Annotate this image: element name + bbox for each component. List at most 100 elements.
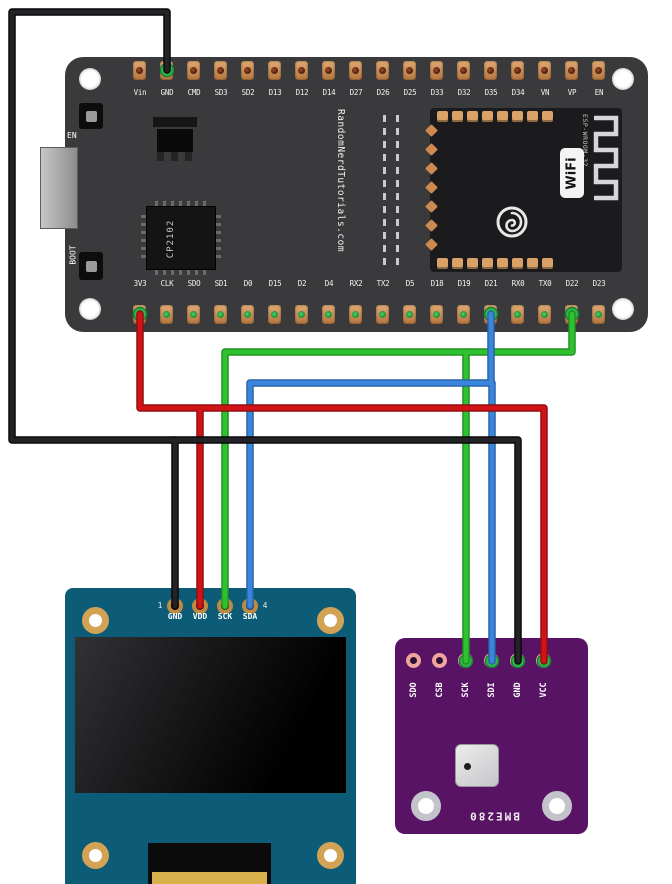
pin-hole — [595, 67, 602, 74]
esp32-pin-d22[interactable] — [565, 305, 578, 324]
bme280-pin-sdi[interactable] — [484, 653, 499, 668]
pin-hole — [271, 311, 278, 318]
esp32-pin-vn[interactable] — [538, 61, 551, 80]
esp32-pin-d2[interactable] — [295, 305, 308, 324]
button-cap — [85, 260, 97, 272]
chip-pins — [141, 215, 146, 263]
bme280-pin-sdo[interactable] — [406, 653, 421, 668]
mounting-hole — [542, 791, 572, 821]
oled-screen — [75, 637, 346, 793]
mounting-hole — [82, 842, 109, 869]
esp32-pin-label-vn: VN — [540, 88, 550, 97]
oled-pin-label-sda: SDA — [242, 612, 258, 621]
esp32-pin-tx0[interactable] — [538, 305, 551, 324]
mounting-hole — [317, 607, 344, 634]
esp32-pin-label-en: EN — [594, 88, 604, 97]
esp32-pin-label-d21: D21 — [484, 279, 498, 288]
esp32-pin-vp[interactable] — [565, 61, 578, 80]
esp32-pin-label-d18: D18 — [430, 279, 444, 288]
esp32-pin-label-rx0: RX0 — [511, 279, 525, 288]
bme280-pin-label-gnd: GND — [513, 682, 523, 698]
pin-hole — [487, 311, 494, 318]
oled-pin-number-last: 4 — [262, 601, 268, 610]
wire-i2c-sda[interactable] — [246, 310, 495, 610]
regulator-leg — [185, 152, 192, 161]
wire-i2c-scl[interactable] — [221, 310, 576, 610]
oled-ribbon-connector — [148, 843, 271, 884]
esp32-pin-d5[interactable] — [403, 305, 416, 324]
silkscreen-dashed-line — [396, 115, 399, 267]
esp32-pin-label-d22: D22 — [565, 279, 579, 288]
bme280-sensor-chip — [455, 744, 499, 787]
pin-hole — [595, 311, 602, 318]
bme280-board-label: BME280 — [468, 809, 520, 823]
esp32-pin-label-d2: D2 — [297, 279, 307, 288]
esp32-pin-d21[interactable] — [484, 305, 497, 324]
castellation-pad — [527, 111, 538, 122]
oled-display-board[interactable]: 1 4 GND VDD SCK SDA — [65, 588, 356, 884]
pin-hole — [406, 311, 413, 318]
castellation-pad — [542, 258, 553, 269]
esp32-pin-sd1[interactable] — [214, 305, 227, 324]
bme280-pin-label-csb: CSB — [435, 682, 445, 698]
esp32-pin-label-d23: D23 — [592, 279, 606, 288]
esp32-pin-d19[interactable] — [457, 305, 470, 324]
bme280-pin-sck[interactable] — [458, 653, 473, 668]
wire-i2c-sda[interactable] — [247, 311, 494, 609]
oled-pin-label-sck: SCK — [217, 612, 233, 621]
pin-hole — [433, 311, 440, 318]
esp32-pin-en[interactable] — [592, 61, 605, 80]
regulator-leg — [171, 152, 178, 161]
esp32-pin-3v3[interactable] — [133, 305, 146, 324]
pin-hole — [460, 311, 467, 318]
esp32-pin-label-sd1: SD1 — [214, 279, 228, 288]
esp32-pin-d23[interactable] — [592, 305, 605, 324]
esp32-pin-d18[interactable] — [430, 305, 443, 324]
espressif-logo-icon — [496, 206, 528, 238]
esp32-pin-label-d0: D0 — [243, 279, 253, 288]
esp-wroom-32-module: ESP-WROOM-32 WiFi — [425, 108, 622, 272]
bme280-pin-vcc[interactable] — [536, 653, 551, 668]
bme280-pin-label-sck: SCK — [461, 682, 471, 698]
chip-pins — [155, 270, 209, 275]
mounting-hole — [82, 607, 109, 634]
bme280-sensor-board[interactable]: SDO CSB SCK SDI GND VCC BME280 — [395, 638, 588, 834]
en-button-label: EN — [67, 131, 77, 140]
pin-hole — [298, 311, 305, 318]
esp32-pin-clk[interactable] — [160, 305, 173, 324]
esp32-pin-label-d5: D5 — [405, 279, 415, 288]
oled-pin-number-first: 1 — [157, 601, 163, 610]
esp32-pin-label-d19: D19 — [457, 279, 471, 288]
pin-hole — [541, 67, 548, 74]
pin-hole — [568, 67, 575, 74]
castellation-pad — [542, 111, 553, 122]
pin-hole — [136, 311, 143, 318]
boot-button[interactable] — [79, 252, 103, 280]
pin-hole — [379, 311, 386, 318]
esp32-pin-rx0[interactable] — [511, 305, 524, 324]
antenna-icon — [593, 115, 619, 201]
bme280-pin-gnd[interactable] — [510, 653, 525, 668]
esp32-pin-rx2[interactable] — [349, 305, 362, 324]
oled-pin-label-gnd: GND — [167, 612, 183, 621]
chip-pins — [155, 201, 209, 206]
esp32-pin-d4[interactable] — [322, 305, 335, 324]
pin-hole — [541, 311, 548, 318]
pin-hole — [217, 311, 224, 318]
castellation-pad — [527, 258, 538, 269]
esp32-pin-sdo[interactable] — [187, 305, 200, 324]
esp32-pin-label-clk: CLK — [160, 279, 174, 288]
esp32-pin-label-rx2: RX2 — [349, 279, 363, 288]
pin-hole — [163, 311, 170, 318]
esp32-pin-d15[interactable] — [268, 305, 281, 324]
esp32-pin-d0[interactable] — [241, 305, 254, 324]
en-button[interactable] — [79, 103, 103, 129]
bme280-pin-csb[interactable] — [432, 653, 447, 668]
esp32-pin-label-tx2: TX2 — [376, 279, 390, 288]
regulator-leg — [157, 152, 164, 161]
esp32-pin-tx2[interactable] — [376, 305, 389, 324]
voltage-regulator — [153, 117, 197, 162]
pin-hole — [325, 311, 332, 318]
wire-i2c-scl[interactable] — [222, 311, 575, 609]
